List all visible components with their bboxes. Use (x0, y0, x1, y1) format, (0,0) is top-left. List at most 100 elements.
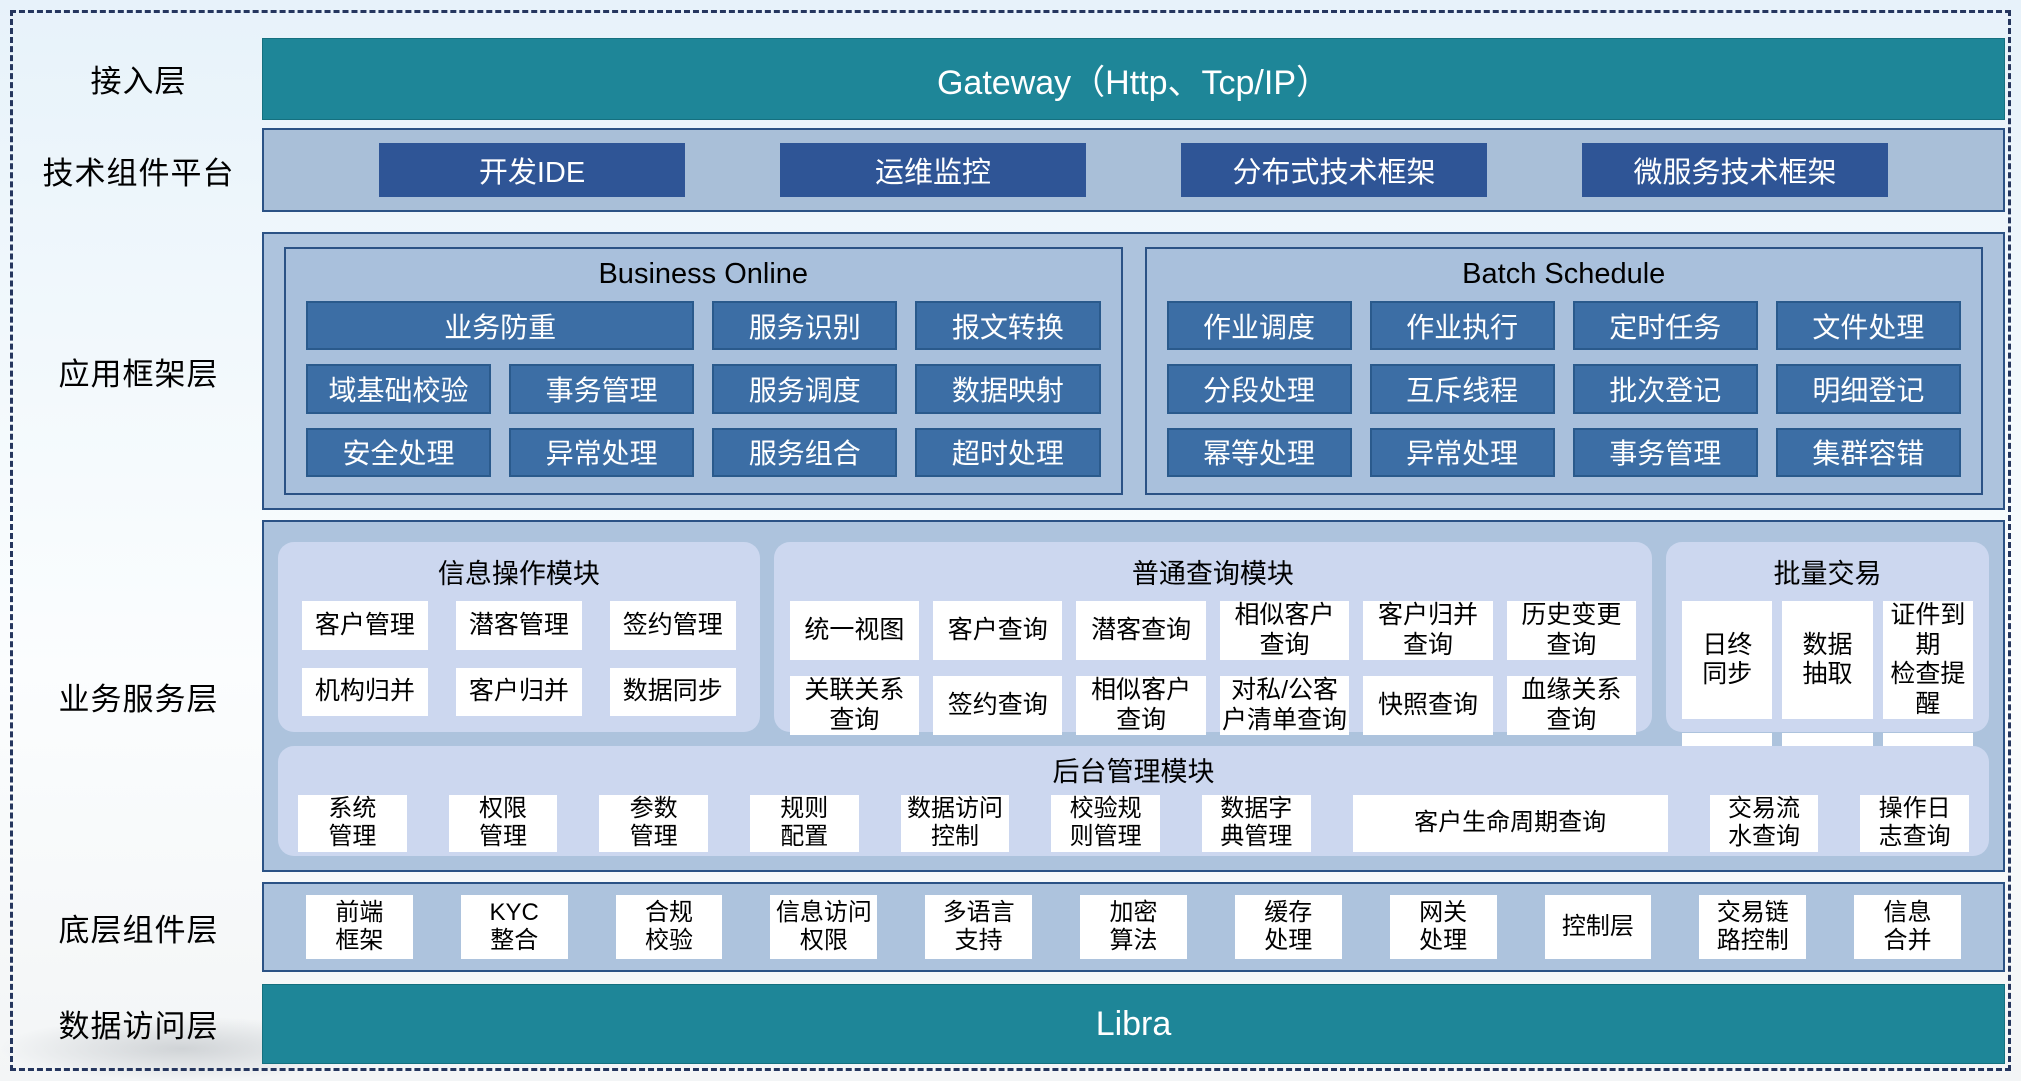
business-online-item: 业务防重 (306, 301, 695, 351)
backoffice-items: 系统 管理权限 管理参数 管理规则 配置数据访问 控制校验规 则管理数据字 典管… (298, 795, 1969, 852)
layer-access: 接入层 Gateway（Http、Tcp/IP） (15, 38, 2005, 120)
layer-tech-platform: 技术组件平台 开发IDE 运维监控 分布式技术框架 微服务技术框架 (15, 128, 2005, 212)
general-query-item: 相似客户 查询 (1076, 676, 1206, 735)
layer-label-tech-platform: 技术组件平台 (42, 155, 235, 191)
tech-platform-item: 开发IDE (379, 143, 685, 197)
layer-business-service: 业务服务层 信息操作模块 客户管理潜客管理签约管理机构归并客户归并数据同步 普通… (15, 520, 2005, 872)
business-online-item: 服务组合 (712, 427, 898, 477)
layer-label-access: 接入层 (90, 63, 187, 99)
base-component-item: 信息 合并 (1854, 895, 1961, 959)
batch-schedule-item: 作业执行 (1369, 301, 1555, 351)
batch-schedule-item: 互斥线程 (1369, 364, 1555, 414)
business-online-grid: 业务防重服务识别报文转换域基础校验事务管理服务调度数据映射安全处理异常处理服务组… (286, 295, 1121, 493)
batch-schedule-item: 幂等处理 (1166, 427, 1352, 477)
general-query-module: 普通查询模块 统一视图客户查询潜客查询相似客户 查询客户归并 查询历史变更 查询… (773, 542, 1653, 735)
batch-schedule-item: 事务管理 (1572, 427, 1758, 477)
layer-app-framework: 应用框架层 Business Online 业务防重服务识别报文转换域基础校验事… (15, 232, 2005, 510)
batch-schedule-grid: 作业调度作业执行定时任务文件处理分段处理互斥线程批次登记明细登记幂等处理异常处理… (1147, 295, 1982, 493)
base-component-item: 信息访问 权限 (770, 895, 878, 959)
info-operation-item: 机构归并 (302, 667, 428, 716)
backoffice-item: 权限 管理 (448, 795, 558, 852)
backoffice-item: 操作日 志查询 (1860, 795, 1969, 852)
info-operation-item: 潜客管理 (455, 601, 582, 650)
base-component-item: 加密 算法 (1080, 895, 1187, 959)
backoffice-item: 规则 配置 (749, 795, 859, 852)
business-online-title: Business Online (598, 258, 809, 290)
business-online-item: 异常处理 (509, 427, 695, 477)
backoffice-item: 交易流 水查询 (1709, 795, 1819, 852)
batch-transaction-item: 数据 抽取 (1782, 601, 1873, 719)
libra-bar: Libra (262, 984, 2005, 1064)
info-operation-item: 数据同步 (609, 667, 736, 716)
general-query-item: 客户查询 (933, 601, 1063, 660)
business-service-modules: 信息操作模块 客户管理潜客管理签约管理机构归并客户归并数据同步 普通查询模块 统… (278, 542, 1990, 851)
backoffice-item: 客户生命周期查询 (1352, 795, 1668, 852)
business-online-item: 数据映射 (915, 364, 1101, 414)
batch-schedule-title: Batch Schedule (1462, 258, 1666, 290)
base-component-item: 合规 校验 (615, 895, 723, 959)
business-online-item: 服务调度 (712, 364, 898, 414)
info-operation-grid: 客户管理潜客管理签约管理机构归并客户归并数据同步 (294, 601, 744, 716)
info-operation-item: 签约管理 (609, 601, 736, 650)
tech-platform-container: 开发IDE 运维监控 分布式技术框架 微服务技术框架 (262, 128, 2005, 212)
backoffice-module: 后台管理模块 系统 管理权限 管理参数 管理规则 配置数据访问 控制校验规 则管… (278, 746, 1989, 856)
general-query-item: 关联关系 查询 (789, 676, 920, 735)
base-component-item: 前端 框架 (306, 895, 413, 959)
general-query-item: 统一视图 (789, 601, 920, 660)
batch-transaction-title: 批量交易 (1773, 559, 1882, 589)
tech-platform-item: 分布式技术框架 (1181, 143, 1487, 197)
batch-schedule-item: 文件处理 (1775, 301, 1961, 351)
info-operation-module: 信息操作模块 客户管理潜客管理签约管理机构归并客户归并数据同步 (278, 542, 760, 732)
batch-transaction-item: 日终 同步 (1682, 601, 1773, 719)
batch-schedule-panel: Batch Schedule 作业调度作业执行定时任务文件处理分段处理互斥线程批… (1144, 247, 1983, 495)
business-online-item: 安全处理 (306, 427, 492, 477)
batch-schedule-item: 批次登记 (1572, 364, 1758, 414)
general-query-item: 客户归并 查询 (1363, 601, 1493, 660)
business-online-item: 报文转换 (915, 301, 1101, 351)
batch-transaction-item: 证件到期 检查提醒 (1882, 601, 1974, 719)
business-online-panel: Business Online 业务防重服务识别报文转换域基础校验事务管理服务调… (284, 247, 1123, 495)
business-service-container: 信息操作模块 客户管理潜客管理签约管理机构归并客户归并数据同步 普通查询模块 统… (262, 520, 2005, 872)
base-component-item: KYC 整合 (460, 895, 568, 959)
base-component-item: 缓存 处理 (1234, 895, 1342, 959)
business-online-item: 服务识别 (712, 301, 898, 351)
general-query-item: 潜客查询 (1076, 601, 1206, 660)
batch-schedule-item: 明细登记 (1775, 364, 1961, 414)
batch-schedule-item: 分段处理 (1166, 364, 1352, 414)
batch-schedule-item: 定时任务 (1572, 301, 1758, 351)
backoffice-item: 参数 管理 (599, 795, 708, 852)
general-query-title: 普通查询模块 (1131, 559, 1294, 589)
general-query-item: 相似客户 查询 (1219, 601, 1350, 660)
base-component-item: 多语言 支持 (925, 895, 1033, 959)
layer-label-business-service: 业务服务层 (58, 681, 219, 717)
business-online-item: 超时处理 (915, 427, 1101, 477)
info-operation-title: 信息操作模块 (437, 559, 600, 589)
tech-platform-item: 微服务技术框架 (1582, 143, 1888, 197)
tech-platform-item: 运维监控 (780, 143, 1086, 197)
app-framework-container: Business Online 业务防重服务识别报文转换域基础校验事务管理 服务调… (262, 232, 2005, 510)
backoffice-item: 系统 管理 (298, 795, 407, 852)
general-query-item: 签约查询 (933, 676, 1063, 735)
general-query-item: 血缘关系 查询 (1506, 676, 1637, 735)
backoffice-item: 数据访问 控制 (900, 795, 1010, 852)
general-query-item: 对私/公客 户清单查询 (1219, 676, 1350, 735)
batch-schedule-item: 异常处理 (1369, 427, 1555, 477)
gateway-bar: Gateway（Http、Tcp/IP） (262, 38, 2005, 120)
layer-label-base-components: 底层组件层 (58, 912, 219, 948)
base-component-item: 控制层 (1544, 895, 1652, 959)
backoffice-item: 数据字 典管理 (1201, 795, 1311, 852)
backoffice-item: 校验规 则管理 (1051, 795, 1160, 852)
batch-schedule-item: 作业调度 (1166, 301, 1352, 351)
general-query-item: 历史变更 查询 (1506, 601, 1637, 660)
layer-base-components: 底层组件层 前端 框架 KYC 整合合规 校验信息访问 权限多语言 支持加密 算法… (15, 882, 2005, 972)
info-operation-item: 客户归并 (455, 667, 582, 716)
info-operation-item: 客户管理 (302, 601, 428, 650)
base-components-container: 前端 框架 KYC 整合合规 校验信息访问 权限多语言 支持加密 算法缓存 处理网… (262, 882, 2005, 972)
general-query-grid: 统一视图客户查询潜客查询相似客户 查询客户归并 查询历史变更 查询关联关系 查询… (789, 601, 1637, 735)
batch-schedule-item: 集群容错 (1775, 427, 1961, 477)
business-online-item: 域基础校验 (306, 364, 492, 414)
base-component-item: 网关 处理 (1389, 895, 1497, 959)
base-component-item: 交易链 路控制 (1699, 895, 1807, 959)
